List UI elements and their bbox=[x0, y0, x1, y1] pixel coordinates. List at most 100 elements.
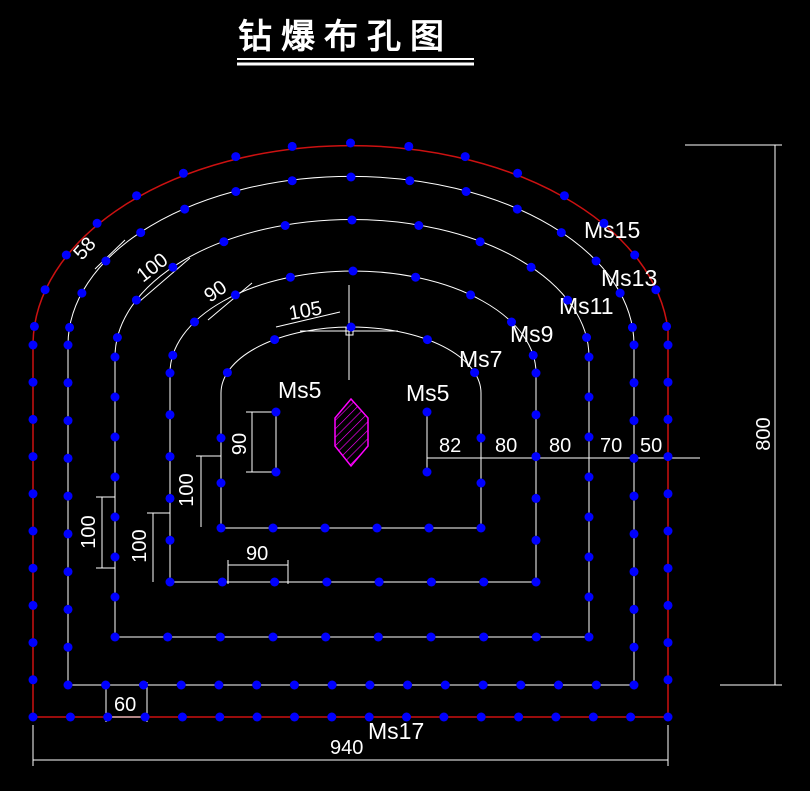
blast-hole bbox=[216, 433, 226, 443]
blast-hole bbox=[327, 680, 337, 690]
blast-hole bbox=[63, 340, 73, 350]
blast-hole bbox=[426, 577, 436, 587]
blast-hole bbox=[271, 407, 281, 417]
blast-hole bbox=[662, 321, 672, 331]
blast-hole bbox=[584, 592, 594, 602]
label-ms9: Ms9 bbox=[510, 321, 553, 347]
blast-hole bbox=[559, 191, 569, 201]
blast-hole bbox=[476, 523, 486, 533]
blast-hole bbox=[411, 272, 421, 282]
blast-hole bbox=[629, 604, 639, 614]
blast-hole bbox=[216, 523, 226, 533]
blast-hole bbox=[373, 632, 383, 642]
blast-hole bbox=[424, 523, 434, 533]
blast-hole bbox=[627, 322, 637, 332]
blast-hole bbox=[28, 675, 38, 685]
label-ms17: Ms17 bbox=[368, 718, 424, 744]
blast-hole bbox=[65, 322, 75, 332]
blast-hole bbox=[63, 529, 73, 539]
label-ms7: Ms7 bbox=[459, 346, 502, 372]
blast-hole bbox=[629, 378, 639, 388]
dim-row-b: 100 bbox=[176, 473, 198, 506]
blast-hole bbox=[92, 218, 102, 228]
blast-hole bbox=[287, 141, 297, 151]
blast-hole bbox=[131, 295, 141, 305]
blast-hole bbox=[140, 712, 150, 722]
dim-arch-105-line bbox=[275, 311, 341, 328]
blast-hole bbox=[507, 317, 516, 327]
blast-hole bbox=[651, 285, 661, 295]
blast-hole bbox=[217, 577, 227, 587]
dim-row-a: 90 bbox=[229, 433, 251, 455]
blast-hole bbox=[28, 340, 38, 350]
blast-hole bbox=[629, 491, 639, 501]
dim-ring-70: 70 bbox=[600, 435, 622, 457]
blast-hole bbox=[588, 712, 598, 722]
blast-hole bbox=[28, 638, 38, 648]
blast-hole bbox=[531, 577, 541, 587]
blast-hole bbox=[599, 218, 609, 228]
dim-arch-100-line bbox=[139, 257, 191, 302]
blast-hole bbox=[63, 567, 73, 577]
blast-hole bbox=[626, 712, 636, 722]
blast-hole bbox=[629, 340, 639, 350]
blast-hole bbox=[615, 288, 625, 298]
blast-hole bbox=[663, 712, 673, 722]
blast-hole bbox=[584, 432, 594, 442]
blast-hole bbox=[556, 228, 566, 238]
blast-hole bbox=[531, 368, 541, 378]
blast-hole bbox=[63, 604, 73, 614]
blast-hole bbox=[176, 680, 186, 690]
dim-row-d: 100 bbox=[78, 515, 100, 548]
blast-hole bbox=[165, 577, 175, 587]
blast-hole bbox=[110, 552, 120, 562]
blast-hole bbox=[402, 712, 411, 722]
blast-hole bbox=[103, 712, 113, 722]
blast-hole bbox=[663, 526, 673, 536]
blast-hole bbox=[28, 489, 38, 499]
blast-hole bbox=[476, 433, 486, 443]
blast-hole bbox=[28, 452, 38, 462]
blast-hole bbox=[584, 552, 594, 562]
blast-hole bbox=[136, 228, 146, 238]
blast-hole bbox=[110, 432, 120, 442]
blast-hole bbox=[28, 563, 38, 573]
blast-hole bbox=[663, 675, 673, 685]
blast-hole bbox=[663, 340, 673, 350]
blast-hole bbox=[422, 407, 432, 417]
blast-hole bbox=[214, 680, 224, 690]
blast-hole bbox=[132, 191, 142, 201]
dim-ring-80b: 80 bbox=[549, 435, 571, 457]
blast-hole bbox=[584, 632, 594, 642]
blast-hole bbox=[28, 600, 38, 610]
blast-hole bbox=[629, 529, 639, 539]
blast-hole bbox=[287, 176, 297, 186]
blast-hole bbox=[219, 237, 229, 247]
blast-hole bbox=[28, 712, 38, 722]
blast-hole bbox=[531, 452, 541, 462]
dim-arch-90: 90 bbox=[200, 276, 231, 307]
blast-hole bbox=[110, 592, 120, 602]
blast-hole bbox=[327, 712, 337, 722]
blast-hole bbox=[321, 632, 331, 642]
blast-hole bbox=[110, 632, 120, 642]
blast-hole bbox=[347, 215, 357, 225]
blast-hole bbox=[40, 285, 50, 295]
blast-hole bbox=[405, 176, 415, 186]
cut-zone bbox=[334, 397, 369, 468]
blast-hole bbox=[230, 290, 240, 300]
dim-row-c: 100 bbox=[129, 529, 151, 562]
blast-hole bbox=[168, 262, 178, 272]
blast-hole bbox=[663, 563, 673, 573]
blast-hole bbox=[28, 414, 38, 424]
blast-hole bbox=[63, 378, 73, 388]
blast-hole bbox=[629, 567, 639, 577]
blast-hole bbox=[63, 642, 73, 652]
blast-hole bbox=[663, 452, 673, 462]
blast-hole bbox=[177, 712, 187, 722]
blast-hole bbox=[63, 453, 73, 463]
ring-ms11 bbox=[169, 270, 537, 583]
blast-hole bbox=[478, 680, 488, 690]
blast-hole bbox=[426, 632, 436, 642]
ring-contour-holes bbox=[67, 175, 635, 686]
